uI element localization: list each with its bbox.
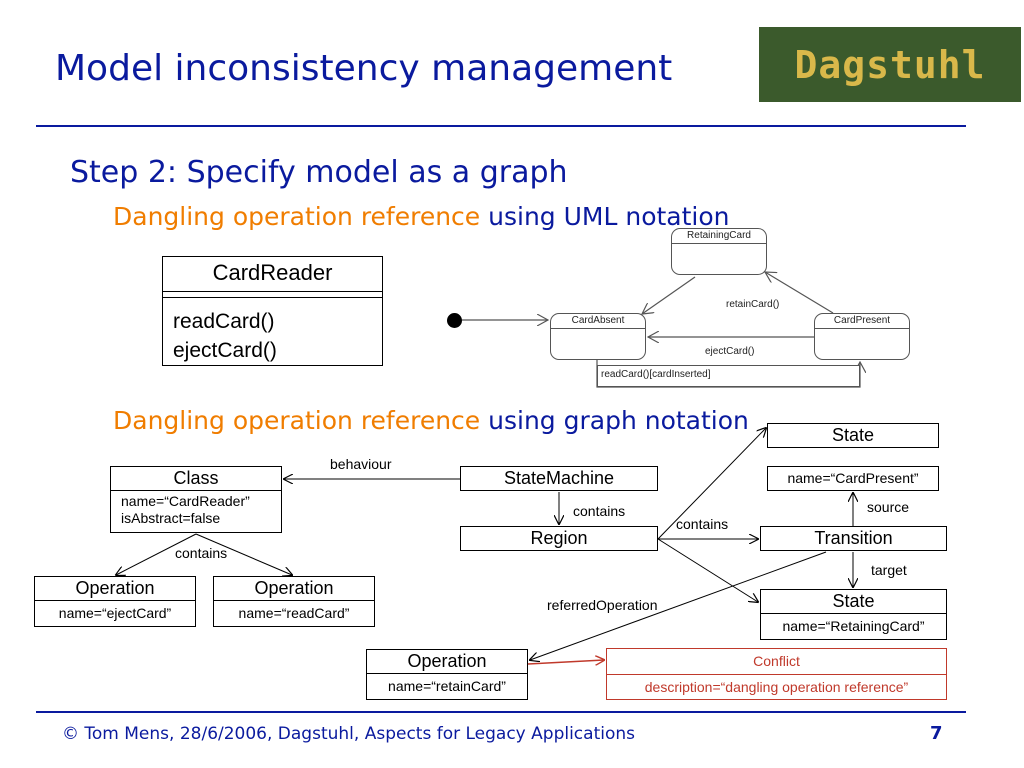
graph-node-transition: Transition <box>760 526 947 551</box>
transition-label-read-box: readCard()[cardInserted] <box>597 365 860 387</box>
edge-label-contains-region: contains <box>676 516 729 532</box>
graph-node-header: Region <box>530 528 588 548</box>
slide-title: Model inconsistency management <box>55 48 673 89</box>
graph-node-operation-retain: Operation name=“retainCard” <box>366 649 528 700</box>
graph-node-conflict: Conflict description=“dangling operation… <box>606 648 947 700</box>
subheading-graph-blue: using graph notation <box>480 406 749 435</box>
uml-state-absent: CardAbsent <box>550 313 646 360</box>
step-heading: Step 2: Specify model as a graph <box>70 155 568 190</box>
edge-contains-eject <box>116 533 197 575</box>
graph-node-header: StateMachine <box>503 468 615 488</box>
edge-contains-state-top <box>657 428 766 540</box>
page-number: 7 <box>930 723 943 744</box>
uml-state-name: CardAbsent <box>571 315 625 326</box>
uml-state-divider <box>672 243 766 244</box>
uml-state-divider <box>551 328 645 329</box>
graph-node-header: Operation <box>367 650 527 674</box>
edge-label-referred-operation: referredOperation <box>547 597 658 613</box>
initial-state-dot <box>447 313 462 328</box>
graph-node-attr: name=“ejectCard” <box>58 605 172 621</box>
edge-label-contains-sm: contains <box>573 503 626 519</box>
graph-node-attr: name=“retainCard” <box>388 678 506 694</box>
graph-node-header: Operation <box>214 577 374 601</box>
graph-node-operation-eject: Operation name=“ejectCard” <box>34 576 196 627</box>
footer-text: © Tom Mens, 28/6/2006, Dagstuhl, Aspects… <box>62 724 635 744</box>
dagstuhl-logo: Dagstuhl <box>759 27 1021 102</box>
graph-node-header: State <box>761 590 946 614</box>
uml-class-operation: ejectCard() <box>173 339 277 362</box>
uml-class-name: CardReader <box>212 260 333 285</box>
footer-divider <box>36 711 966 713</box>
uml-state-name: CardPresent <box>833 315 891 326</box>
subheading-uml: Dangling operation reference using UML n… <box>113 202 730 231</box>
edge-label-behaviour: behaviour <box>330 456 392 472</box>
edge-contains-state-bottom <box>657 538 758 602</box>
graph-node-operation-read: Operation name=“readCard” <box>213 576 375 627</box>
subheading-uml-orange: Dangling operation reference <box>113 202 481 231</box>
subheading-graph: Dangling operation reference using graph… <box>113 406 749 435</box>
uml-class-divider-1 <box>163 291 382 292</box>
graph-node-attr: description=“dangling operation referenc… <box>644 679 909 695</box>
edge-label-contains-class: contains <box>175 545 228 561</box>
transition-label-eject: ejectCard() <box>705 346 755 357</box>
graph-node-region: Region <box>460 526 658 551</box>
graph-node-header: Class <box>111 467 281 491</box>
uml-class-operation: readCard() <box>173 310 275 333</box>
transition-retaining-absent <box>642 276 696 314</box>
edge-label-target: target <box>871 562 907 578</box>
uml-state-divider <box>815 328 909 329</box>
graph-node-header: Conflict <box>607 649 946 675</box>
graph-node-header: Transition <box>814 528 893 548</box>
graph-node-attr: isAbstract=false <box>121 510 221 526</box>
transition-label-read: readCard()[cardInserted] <box>601 369 711 380</box>
graph-node-statemachine: StateMachine <box>460 466 658 491</box>
edge-conflict <box>527 660 604 664</box>
graph-node-attr: name=“CardPresent” <box>787 470 919 486</box>
graph-node-attr: name=“RetainingCard” <box>782 618 925 634</box>
uml-state-name: RetainingCard <box>687 230 751 241</box>
uml-state-present: CardPresent <box>814 313 910 360</box>
graph-node-attr: name=“CardReader” <box>121 493 250 509</box>
title-divider <box>36 125 966 127</box>
subheading-graph-orange: Dangling operation reference <box>113 406 481 435</box>
graph-node-header: Operation <box>35 577 195 601</box>
graph-node-state-bottom: State name=“RetainingCard” <box>760 589 947 640</box>
uml-state-retaining: RetainingCard <box>671 228 767 275</box>
edge-label-source: source <box>867 499 910 515</box>
edge-referred-operation <box>530 551 827 660</box>
uml-class-divider-2 <box>163 297 382 298</box>
uml-class-cardreader: CardReader readCard() ejectCard() <box>162 256 383 366</box>
graph-node-header: State <box>831 425 875 445</box>
graph-node-class: Class name=“CardReader” isAbstract=false <box>110 466 282 533</box>
subheading-uml-blue: using UML notation <box>480 202 730 231</box>
transition-label-retain: retainCard() <box>726 299 780 310</box>
graph-node-name-cardpresent: name=“CardPresent” <box>767 466 939 491</box>
edge-contains-read <box>195 533 292 575</box>
graph-node-attr: name=“readCard” <box>238 605 350 621</box>
logo-text: Dagstuhl <box>794 42 986 87</box>
transition-retain <box>765 272 834 314</box>
graph-node-state-top: State <box>767 423 939 448</box>
